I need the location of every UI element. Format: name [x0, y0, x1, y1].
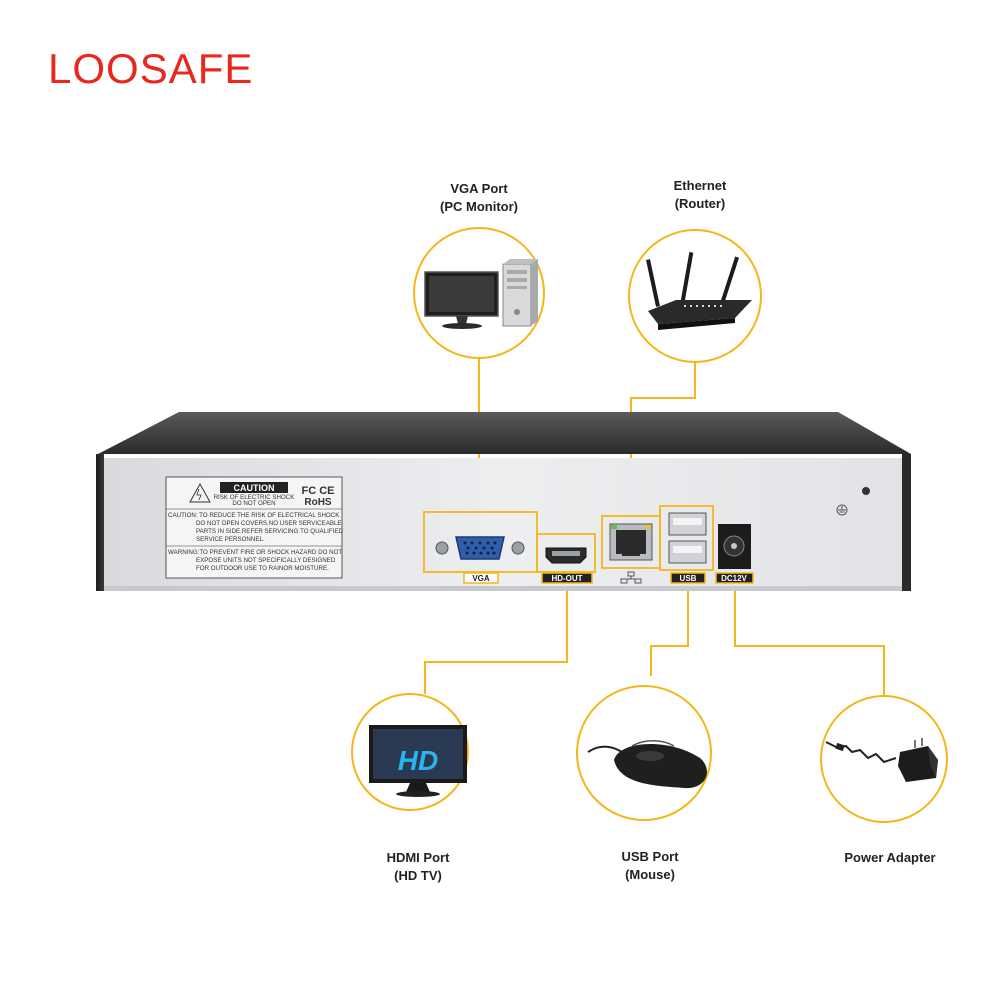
hdmi-callout: HD: [351, 693, 469, 811]
caution-label: CAUTION RISK OF ELECTRIC SHOCK DO NOT OP…: [165, 476, 343, 579]
ethernet-label-line1: Ethernet: [673, 178, 727, 193]
ethernet-port: [601, 515, 661, 584]
usb-callout: [576, 685, 712, 821]
brand-logo: LOOSAFE: [48, 45, 254, 92]
hdmi-connector-line: [424, 584, 568, 694]
cert-rohs: RoHS: [304, 497, 332, 508]
ground-screw: [862, 487, 870, 495]
vga-label-line1: VGA Port: [450, 181, 508, 196]
connector-lines: [424, 356, 885, 698]
caution-subtitle-2: DO NOT OPEN: [232, 500, 275, 507]
network-icon: [620, 571, 642, 584]
vga-label-line2: (PC Monitor): [440, 199, 518, 214]
vga-port: VGA: [423, 511, 538, 584]
cert-fcc-ce: FC CE: [302, 485, 335, 497]
caution-line-2: DO NOT OPEN COVERS.NO USER SERVICEABLE: [196, 520, 342, 527]
usb-label-line2: (Mouse): [625, 867, 675, 882]
hdmi-callout-label: HDMI Port (HD TV): [318, 849, 518, 885]
hd-screen-text: HD: [398, 745, 438, 776]
shock-warning-icon: [189, 482, 211, 503]
vga-callout-label: VGA Port (PC Monitor): [379, 180, 579, 216]
power-label-line1: Power Adapter: [844, 850, 936, 865]
hdmi-port-tag: HD-OUT: [551, 574, 582, 583]
mouse-icon: [587, 740, 707, 789]
usb-connector-line: [650, 584, 689, 676]
power-callout-label: Power Adapter: [790, 849, 990, 867]
ethernet-callout: [628, 229, 762, 363]
nvr-device: CAUTION RISK OF ELECTRIC SHOCK DO NOT OP…: [96, 412, 911, 591]
ground-icon: [836, 504, 848, 516]
pc-monitor-icon: [424, 259, 538, 329]
power-connector-line: [734, 584, 885, 698]
usb-ports: USB: [659, 505, 714, 584]
caution-line-3: PARTS IN SIDE.REFER SERVICING TO QUALIFI…: [196, 528, 343, 535]
hdmi-label-line2: (HD TV): [394, 868, 442, 883]
vga-port-tag: VGA: [472, 574, 490, 583]
power-callout: [820, 695, 948, 823]
ethernet-label-line2: (Router): [674, 196, 726, 211]
ethernet-callout-label: Ethernet (Router): [600, 177, 800, 213]
caution-title: CAUTION: [234, 483, 275, 493]
caution-line-1: CAUTION: TO REDUCE THE RISK OF ELECTRICA…: [168, 512, 340, 519]
hdmi-port: HD-OUT: [536, 533, 596, 584]
dc-jack: DC12V: [715, 524, 754, 584]
dc-port-tag: DC12V: [721, 574, 747, 583]
usb-label-line1: USB Port: [621, 849, 679, 864]
usb-port-tag: USB: [680, 574, 697, 583]
vga-callout: [413, 227, 545, 359]
device-left-side: [96, 454, 104, 591]
hdmi-label-line1: HDMI Port: [386, 850, 450, 865]
hd-tv-icon: HD: [369, 725, 467, 797]
caution-line-4: SERVICE PERSONNEL.: [196, 536, 265, 543]
device-top: [98, 412, 911, 454]
caution-line-5: WARNING:TO PREVENT FIRE OR SHOCK HAZARD …: [168, 549, 342, 556]
caution-line-6: EXPOSE UNITS NOT SPECIFICALLY DESIGNED: [196, 557, 336, 564]
ethernet-connector-line: [630, 362, 696, 516]
power-adapter-icon: [825, 738, 938, 782]
caution-line-7: FOR OUTDOOR USE TO RAINOR MOISTURE.: [196, 565, 329, 572]
usb-callout-label: USB Port (Mouse): [550, 848, 750, 884]
device-right-side: [902, 454, 911, 591]
caution-subtitle-1: RISK OF ELECTRIC SHOCK: [214, 494, 296, 501]
router-icon: [646, 252, 752, 330]
